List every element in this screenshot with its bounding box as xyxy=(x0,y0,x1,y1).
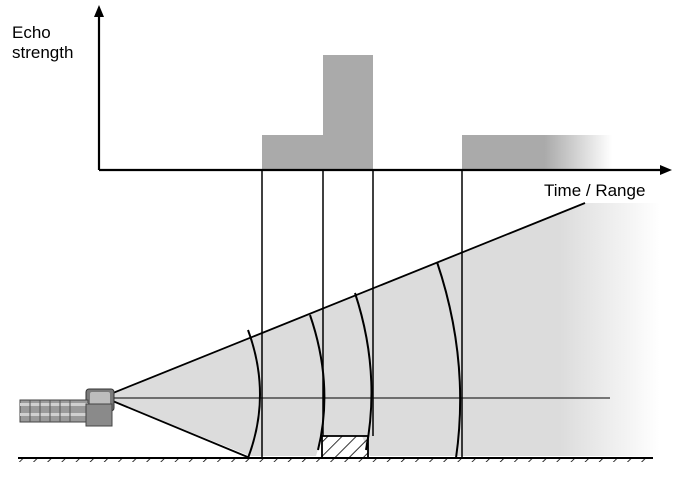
echo-bar-ground-1 xyxy=(262,135,323,170)
y-axis-arrow xyxy=(94,5,104,17)
wavefront-arc-1 xyxy=(247,329,261,459)
y-axis-label-line1: Echo xyxy=(12,23,51,42)
wavefront-arc-3 xyxy=(354,292,373,451)
echo-bar-obstacle xyxy=(323,55,373,170)
x-axis-arrow xyxy=(660,165,672,175)
beam-upper-edge xyxy=(102,202,586,398)
ground-obstacle xyxy=(321,435,369,459)
x-axis-label: Time / Range xyxy=(544,181,645,200)
sonar-beam xyxy=(103,203,660,456)
beam-lower-edge xyxy=(102,396,251,459)
wavefront-arc-4 xyxy=(436,261,462,459)
y-axis-label-line2: strength xyxy=(12,43,73,62)
wavefront-arc-2 xyxy=(309,314,326,451)
ultrasonic-sensor-icon xyxy=(19,388,115,427)
ground-gap-left xyxy=(18,462,653,472)
echo-bar-far xyxy=(462,135,612,170)
